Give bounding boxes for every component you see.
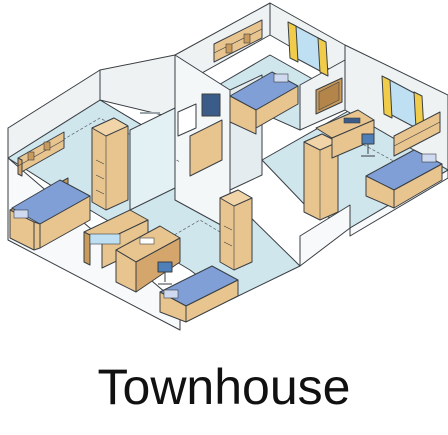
bathroom [129,93,223,211]
bed-icon [365,149,443,209]
caption-title: Townhouse [97,359,351,415]
wardrobe-icon [91,117,129,211]
wardrobe-icon [303,133,339,221]
floor-plan-drawing: .o { stroke: #3a3f44; stroke-width: 1; s… [7,2,448,331]
corkboard [315,77,343,115]
shelf-icon [17,131,65,177]
chair-icon [361,133,375,157]
chair-icon [157,261,173,285]
window-icon [381,75,425,133]
shelf-icon [393,111,441,157]
bed-icon [229,71,299,135]
bed-icon [9,177,91,251]
window-icon [287,21,329,77]
bed-icon [159,265,239,323]
shelf-icon [213,19,263,63]
wardrobe-icon [219,189,253,271]
